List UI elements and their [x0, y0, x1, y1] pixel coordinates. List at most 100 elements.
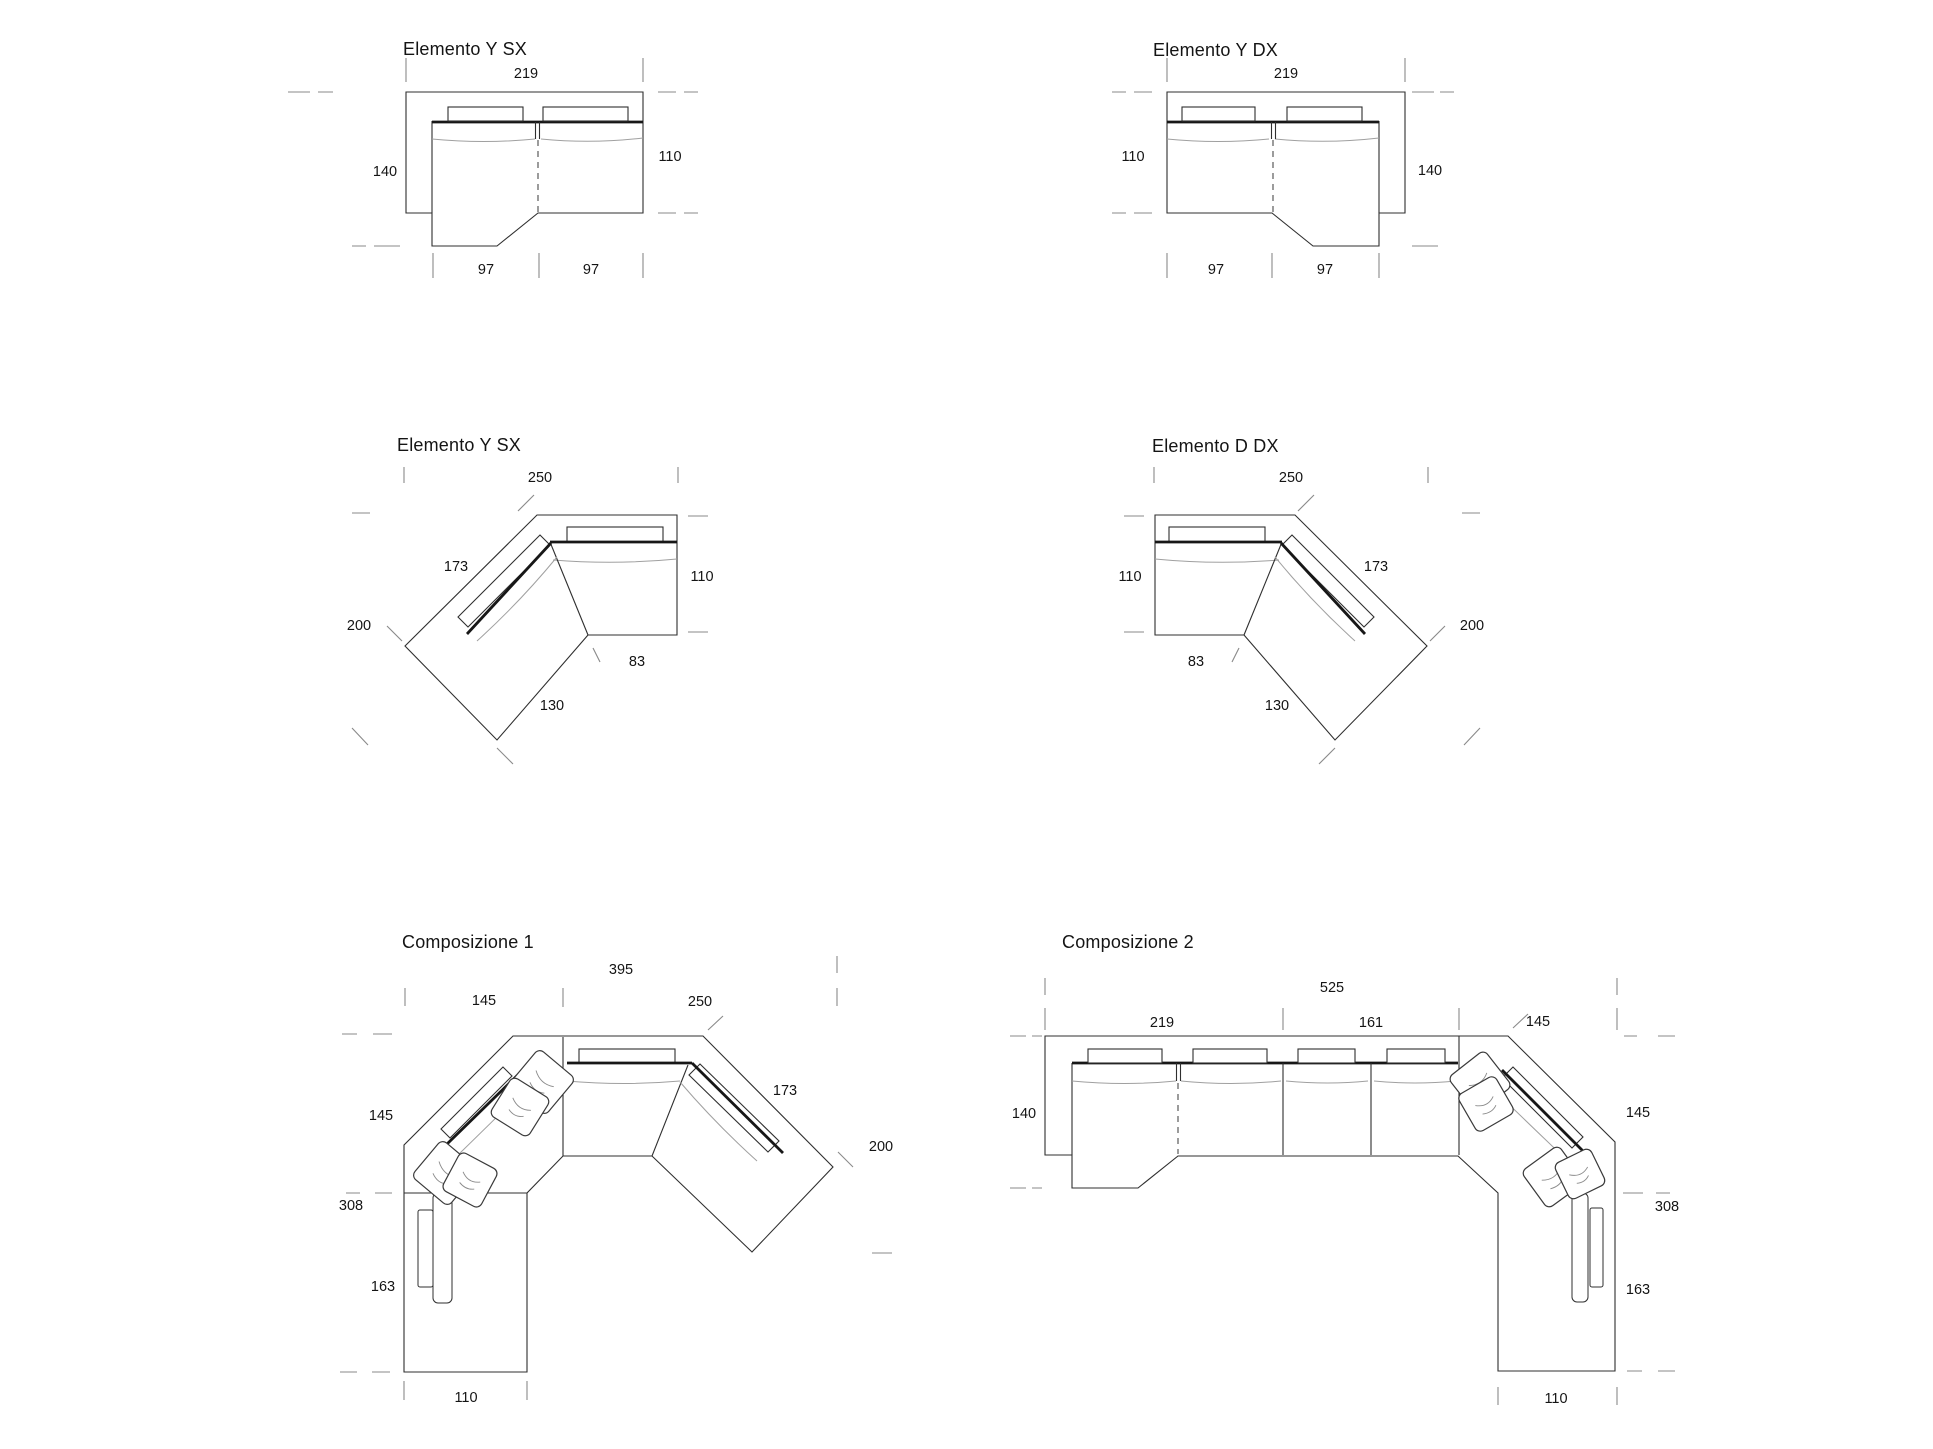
- diagram-elemento-y-sx-corner: Elemento Y SX 250 173 110 200 83 130: [347, 435, 714, 765]
- seat-seam: [651, 1064, 689, 1157]
- dim-dash: [688, 515, 708, 633]
- dim-seg1-label: 219: [1150, 1015, 1174, 1031]
- dim-seat-label: 83: [1188, 654, 1204, 670]
- dim-tick-diagonal: [351, 625, 403, 746]
- dim-dash: [340, 1033, 392, 1373]
- dimension-marks: 525 219 161 145 140 145 308 163 110: [1010, 978, 1679, 1407]
- headrest-cushion: [566, 526, 664, 543]
- dim-left-label: 140: [373, 164, 397, 180]
- diagram-elemento-d-dx-corner: Elemento D DX 250 173 110 200 83 130: [1118, 436, 1484, 765]
- dimension-marks: 250 173 110 200 83 130: [1118, 467, 1484, 765]
- diagram-title: Elemento Y DX: [1153, 40, 1278, 60]
- dim-seg2-label: 161: [1359, 1015, 1383, 1031]
- dim-overall-label: 525: [1320, 980, 1344, 996]
- diagram-title: Elemento Y SX: [403, 39, 527, 59]
- diagram-title: Elemento Y SX: [397, 435, 521, 455]
- headrest-cushion: [542, 106, 629, 122]
- dim-tick: [404, 988, 838, 1007]
- dim-bottom-label: 110: [1544, 1391, 1567, 1407]
- pillow-sketch: [490, 1077, 550, 1137]
- dim-diag-label: 200: [869, 1139, 893, 1155]
- dim-overall-label: 395: [609, 962, 633, 978]
- dim-tick-diagonal: [1429, 625, 1481, 746]
- headrest-cushion: [1181, 106, 1256, 122]
- dim-dash: [1112, 91, 1152, 214]
- headrest-cushion-rotated: [1501, 1066, 1584, 1149]
- dim-side-label: 200: [347, 618, 371, 634]
- seat-cushion-curve: [679, 1081, 758, 1162]
- armrest-cushion-strip: [432, 1192, 453, 1304]
- dim-seg-left-label: 145: [472, 993, 496, 1009]
- seat-divider: [1270, 122, 1277, 139]
- sofa-drawing: [1044, 1035, 1616, 1372]
- seat-cushion-curve: [1071, 1080, 1457, 1084]
- dim-seg3-label: 145: [1526, 1014, 1550, 1030]
- dimension-marks: 250 173 110 200 83 130: [347, 467, 714, 765]
- headrest-cushion-rotated: [440, 1066, 513, 1139]
- dim-tick-diagonal: [1297, 494, 1315, 512]
- dim-seat-left-label: 97: [1208, 262, 1224, 278]
- headrest-cushion: [1286, 106, 1363, 122]
- dim-left-label: 110: [1121, 149, 1144, 165]
- headrest-cushion: [1297, 1048, 1356, 1064]
- dim-tick-diagonal: [1512, 1013, 1529, 1029]
- dim-tick-diagonal: [837, 1151, 854, 1168]
- dim-right-label: 110: [690, 569, 713, 585]
- sofa-drawing: [403, 1035, 834, 1373]
- dim-side-total-label: 308: [1655, 1199, 1679, 1215]
- pillow-sketch: [1458, 1076, 1514, 1132]
- dim-left-label: 110: [1118, 569, 1141, 585]
- dim-tick: [1044, 1008, 1618, 1030]
- diagram-elemento-y-sx-plan: Elemento Y SX 219 140 110 97 97: [288, 39, 698, 278]
- diagram-elemento-y-dx-plan: Elemento Y DX 219 110 140 97 97: [1112, 40, 1454, 278]
- dim-side-total-label: 308: [339, 1198, 363, 1214]
- backrest-line-diagonal: [465, 542, 553, 635]
- dim-back-label: 173: [444, 559, 468, 575]
- headrest-cushion-rotated: [688, 1063, 780, 1153]
- seat-cushion-curve: [476, 556, 558, 642]
- dim-dash: [1412, 91, 1454, 247]
- dim-tick-diagonal: [496, 747, 514, 765]
- sofa-drawing: [1154, 514, 1428, 741]
- dim-top-label: 250: [528, 470, 552, 486]
- dim-front-label: 130: [1265, 698, 1289, 714]
- diagram-composizione-2: Composizione 2 525 219 161 145 140 145 3…: [1010, 932, 1679, 1407]
- pillow-sketch: [442, 1152, 498, 1208]
- sofa-drawing: [1166, 91, 1406, 247]
- dim-tick-diagonal: [592, 647, 601, 663]
- dim-tick-diagonal: [707, 1015, 724, 1031]
- dim-tick-diagonal: [517, 494, 535, 512]
- dim-tick-diagonal: [1318, 747, 1336, 765]
- dim-dash: [288, 91, 400, 247]
- seat-cushion-curve: [552, 558, 678, 563]
- dim-tick: [1166, 253, 1380, 278]
- dim-seat-right-label: 97: [1317, 262, 1333, 278]
- sofa-outline: [1166, 91, 1406, 247]
- headrest-cushion: [1386, 1048, 1446, 1064]
- headrest-cushion: [578, 1048, 676, 1064]
- headrest-cushion: [1087, 1048, 1163, 1064]
- dim-side-label: 200: [1460, 618, 1484, 634]
- seat-seam: [549, 541, 589, 636]
- diagram-title: Composizione 2: [1062, 932, 1194, 952]
- headrest-cushion: [447, 106, 524, 122]
- sofa-drawing: [405, 91, 644, 247]
- dim-dash: [1623, 1035, 1675, 1372]
- dim-tick-diagonal: [1231, 647, 1240, 663]
- dim-side-lower-label: 163: [1626, 1282, 1650, 1298]
- dim-back-label: 173: [1364, 559, 1388, 575]
- dimension-marks: 219 140 110 97 97: [288, 58, 698, 278]
- dim-bottom-label: 110: [454, 1390, 477, 1406]
- dim-top-label: 219: [514, 66, 538, 82]
- dim-tick: [1166, 58, 1406, 82]
- diagram-composizione-1: Composizione 1 395 145 250 145 308 163 1…: [339, 932, 893, 1406]
- dim-right-label: 110: [658, 149, 681, 165]
- dim-tick: [403, 467, 679, 483]
- seat-cushion-curve: [431, 137, 644, 142]
- seat-divider: [1175, 1063, 1182, 1081]
- headrest-cushion: [1168, 526, 1266, 543]
- dim-back-label: 173: [773, 1083, 797, 1099]
- dimension-marks: 219 110 140 97 97: [1112, 58, 1454, 278]
- dim-tick: [1497, 1387, 1618, 1405]
- seat-cushion-curve: [1166, 137, 1380, 142]
